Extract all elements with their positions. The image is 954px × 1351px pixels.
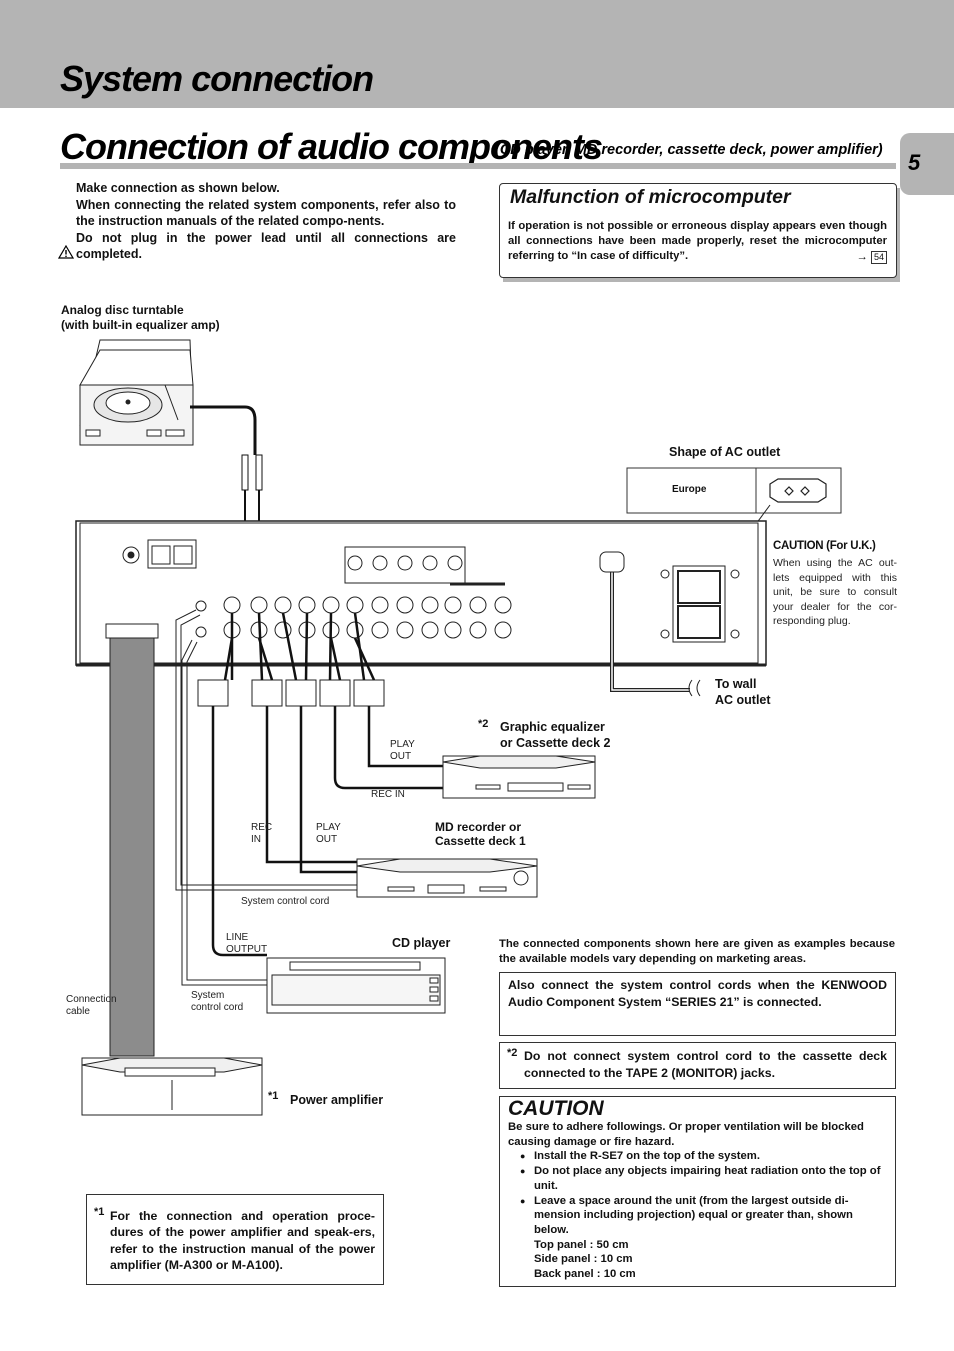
power-amplifier-illustration bbox=[81, 1057, 263, 1116]
tape2-box bbox=[499, 1042, 896, 1089]
system-control-cord-label: System control cord bbox=[241, 896, 330, 907]
cassette-deck-2-illustration bbox=[442, 755, 596, 799]
connection-cable-label: Connection cable bbox=[66, 994, 117, 1017]
caution-intro: Be sure to adhere followings. Or proper … bbox=[508, 1121, 864, 1148]
malfunction-body: If operation is not possible or erroneou… bbox=[508, 220, 887, 262]
space-top: Top panel : 50 cm bbox=[534, 1238, 629, 1251]
header-band bbox=[0, 0, 954, 108]
ac-outlet-box bbox=[626, 467, 842, 514]
turntable-label: Analog disc turntable (with built-in equ… bbox=[61, 303, 220, 332]
page-heading-sub: (CD player, MD recorder, cassette deck, … bbox=[495, 142, 883, 158]
eq-label: Graphic equalizer or Cassette deck 2 bbox=[500, 720, 611, 750]
intro-text: Make connection as shown below. When con… bbox=[76, 180, 456, 263]
series21-box bbox=[499, 972, 896, 1036]
line-output-label: LINE OUTPUT bbox=[226, 932, 268, 955]
amp-note-box bbox=[86, 1194, 384, 1285]
ac-outlet-title: Shape of AC outlet bbox=[669, 445, 781, 459]
tape2-mark: *2 bbox=[507, 1047, 518, 1059]
md-label: MD recorder or Cassette deck 1 bbox=[435, 820, 526, 848]
caution-uk-title: CAUTION (For U.K.) bbox=[773, 540, 876, 552]
power-amplifier-label: Power amplifier bbox=[290, 1093, 384, 1107]
plug-row bbox=[197, 679, 385, 707]
malfunction-text: If operation is not possible or erroneou… bbox=[508, 219, 887, 265]
malfunction-box bbox=[499, 183, 897, 278]
page-tab bbox=[900, 133, 954, 195]
europe-socket-icon bbox=[769, 478, 827, 503]
page-ref-number: 54 bbox=[870, 251, 887, 264]
heading-rule bbox=[60, 163, 896, 169]
page-heading: Connection of audio components bbox=[60, 126, 603, 167]
eq-rec-in-label: REC IN bbox=[371, 789, 405, 800]
caution-uk-text: When using the AC out-lets equipped with… bbox=[773, 557, 897, 627]
caution-title: CAUTION bbox=[508, 1097, 604, 1120]
cd-player-illustration bbox=[266, 957, 446, 1014]
unit-ac-outlets bbox=[660, 565, 740, 643]
intro-line-1: Make connection as shown below. bbox=[76, 181, 280, 195]
series21-note: Also connect the system control cords wh… bbox=[508, 978, 887, 1009]
ac-outlet-region: Europe bbox=[672, 484, 707, 495]
tape2-note: Do not connect system control cord to th… bbox=[524, 1049, 887, 1080]
eq-play-out-label: PLAY OUT bbox=[390, 739, 415, 762]
wall-outlet-label: To wall AC outlet bbox=[715, 677, 771, 707]
eq-note-mark: *2 bbox=[478, 718, 489, 730]
page-reference: → 54 bbox=[857, 250, 887, 265]
caution-list: Be sure to adhere followings. Or proper … bbox=[508, 1120, 888, 1282]
turntable-illustration bbox=[79, 339, 194, 446]
receiver-rear-panel bbox=[75, 520, 767, 667]
caution-item: Install the R-SE7 on the top of the syst… bbox=[508, 1149, 888, 1164]
md-rec-in-label: REC IN bbox=[251, 822, 273, 845]
warning-icon bbox=[58, 245, 74, 259]
connection-cable-bar bbox=[109, 635, 155, 1057]
caution-item: Do not place any objects impairing heat … bbox=[508, 1164, 888, 1193]
caution-item: Leave a space around the unit (from the … bbox=[508, 1194, 888, 1238]
md-recorder-illustration bbox=[356, 858, 538, 898]
amp-note-box-mark: *1 bbox=[94, 1206, 105, 1218]
cd-player-label: CD player bbox=[392, 936, 451, 950]
examples-note: The connected components shown here are … bbox=[499, 938, 895, 965]
system-cord-label: System control cord bbox=[191, 990, 244, 1013]
space-back: Back panel : 10 cm bbox=[534, 1268, 636, 1281]
page-number: 5 bbox=[908, 150, 921, 175]
malfunction-title: Malfunction of microcomputer bbox=[510, 186, 791, 208]
intro-line-3: Do not plug in the power lead until all … bbox=[76, 230, 456, 262]
intro-line-2: When connecting the related system compo… bbox=[76, 197, 456, 229]
md-play-out-label: PLAY OUT bbox=[316, 822, 341, 845]
section-title: System connection bbox=[60, 58, 374, 99]
amp-note-mark: *1 bbox=[268, 1090, 279, 1102]
amp-note: For the connection and operation proce-d… bbox=[110, 1209, 375, 1272]
space-side: Side panel : 10 cm bbox=[534, 1253, 633, 1266]
